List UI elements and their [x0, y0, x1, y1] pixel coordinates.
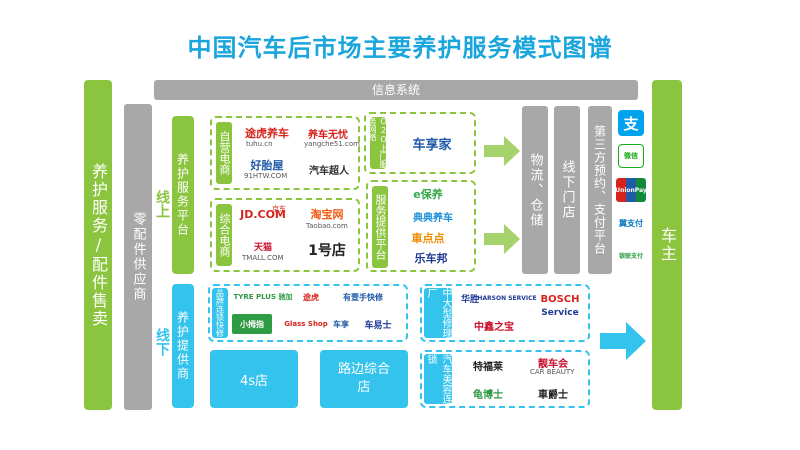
bestpay-icon[interactable]: 翼支付 [619, 218, 643, 228]
offline-stores-bar: 线下门店 [554, 106, 580, 274]
tmall-url: TMALL.COM [242, 254, 284, 262]
car-owner-bar: 车主 [652, 80, 682, 410]
arrow-right-blue-icon [600, 322, 646, 360]
left-bar-text: 养护服务/配件售卖 [89, 162, 108, 328]
car-beauty-sublabel: CAR BEAUTY [530, 368, 575, 376]
tefulai-logo[interactable]: 特福莱 [473, 361, 503, 373]
tuhu-logo[interactable]: 途虎养车 [245, 127, 289, 140]
brand-chain-label: 品牌连锁快修 [212, 288, 228, 338]
repair-shop-box: 中大型修理厂 华胜 HARSON SERVICE BOSCH Service 中… [420, 284, 590, 342]
tyreplus-logo[interactable]: TYRE PLUS 驰加 [233, 293, 293, 301]
car-beauty-box: 汽车美容连锁 特福莱 靓车会 CAR BEAUTY 龟博士 車爵士 [420, 350, 590, 408]
xiaomuzhi-logo[interactable]: 小拇指 [232, 314, 272, 334]
o2o-box: O2O上门服务网络 车享家 [364, 112, 476, 174]
chejueshi-logo[interactable]: 車爵士 [538, 389, 568, 401]
o2o-label: O2O上门服务网络 [368, 117, 388, 169]
repair-shop-label-text: 中大型修理厂 [425, 288, 451, 338]
left-service-bar: 养护服务/配件售卖 [84, 80, 112, 410]
bosch-service-logo[interactable]: Service [541, 308, 579, 318]
self-ecommerce-label: 自营电商 [216, 122, 232, 184]
tmall-logo[interactable]: 天猫 [253, 242, 272, 253]
yihaodian-logo[interactable]: 1号店 [308, 243, 346, 259]
offline-badge: 线下 [154, 328, 170, 356]
qichechaoren-logo[interactable]: 汽车超人 [309, 165, 349, 177]
taobao-logo[interactable]: 淘宝网 [310, 208, 344, 221]
youyishou-logo[interactable]: 有壹手快修 [343, 292, 383, 302]
liangchehui-logo[interactable]: 靓车会 [538, 358, 568, 370]
roadside-store-box: 路边综合店 [320, 350, 408, 408]
general-ecommerce-label-text: 综合电商 [218, 213, 231, 257]
zhongxinzhibao-logo[interactable]: 中鑫之宝 [474, 321, 514, 333]
haotaiwu-logo[interactable]: 好胎屋 [250, 159, 284, 172]
service-platform-text: 养护服务平台 [175, 153, 190, 237]
logistics-bar: 物流、仓储 [522, 106, 548, 274]
yangche51-url: yangche51.com [304, 140, 360, 148]
brand-chain-label-text: 品牌连锁快修 [215, 289, 225, 337]
o2o-label-text: O2O上门服务网络 [368, 117, 388, 168]
haotaiwu-url: 91HTW.COM [244, 172, 288, 180]
chexiangjia-logo[interactable]: 车享家 [412, 137, 452, 153]
lechebang-logo[interactable]: 乐车邦 [414, 252, 448, 265]
parts-supplier-text: 零配件供应商 [130, 212, 146, 302]
harson-service-logo[interactable]: HARSON SERVICE [477, 294, 537, 302]
bosch-logo[interactable]: BOSCH [540, 293, 580, 305]
logistics-text: 物流、仓储 [527, 152, 543, 228]
ebaoyang-logo[interactable]: e保养 [413, 188, 443, 201]
car-beauty-label: 汽车美容连锁 [424, 354, 452, 404]
unionpay-icon[interactable]: UnionPay [615, 178, 647, 202]
cheyishi-logo[interactable]: 车易士 [364, 320, 392, 331]
brand-chain-box: 品牌连锁快修 TYRE PLUS 驰加 途虎 有壹手快修 小拇指 Glass S… [208, 284, 408, 342]
service-provider-label-text: 服务提供平台 [374, 194, 387, 260]
yinlian-pay-icon[interactable]: 银联支付 [618, 252, 643, 260]
service-platform-bar: 养护服务平台 [172, 116, 194, 274]
third-party-text: 第三方预约、支付平台 [592, 125, 607, 255]
page-title: 中国汽车后市场主要养护服务模式图谱 [187, 34, 613, 62]
car-owner-text: 车主 [658, 227, 677, 263]
harson-logo[interactable]: 华胜 [460, 294, 479, 305]
online-badge: 线上 [154, 190, 170, 218]
alipay-icon[interactable]: 支 [618, 110, 644, 136]
self-ecommerce-label-text: 自营电商 [218, 131, 231, 175]
taobao-url: Taobao.com [306, 222, 348, 230]
third-party-bar: 第三方预约、支付平台 [588, 106, 612, 274]
jd-cn-logo: 京东 [272, 205, 286, 213]
offline-stores-text: 线下门店 [559, 160, 575, 220]
arrow-right-icon [484, 224, 520, 254]
service-provider-box: 服务提供平台 e保养 典典养车 車点点 乐车邦 [366, 180, 476, 272]
payment-logos: 支 微信 UnionPay 翼支付 银联支付 [614, 108, 648, 272]
guiboshi-logo[interactable]: 龟博士 [473, 389, 503, 401]
service-provider-label: 服务提供平台 [372, 186, 388, 268]
parts-supplier-bar: 零配件供应商 [124, 104, 152, 410]
yangche51-logo[interactable]: 养车无忧 [308, 129, 348, 141]
repair-shop-label: 中大型修理厂 [424, 288, 452, 338]
glassshop-logo[interactable]: Glass Shop [284, 320, 328, 328]
providers-bar: 养护提供商 [172, 284, 194, 408]
diandian-logo[interactable]: 典典养车 [413, 212, 453, 224]
providers-text: 养护提供商 [175, 311, 190, 381]
general-ecommerce-label: 综合电商 [216, 204, 232, 266]
car-beauty-label-text: 汽车美容连锁 [425, 354, 451, 404]
tuhu-url: tuhu.cn [246, 140, 273, 148]
jd-logo[interactable]: JD.COM [240, 207, 286, 221]
chexiang-small-logo[interactable]: 车享 [333, 319, 349, 329]
wechat-icon[interactable]: 微信 [618, 144, 644, 168]
self-ecommerce-box: 自营电商 途虎养车 tuhu.cn 养车无忧 yangche51.com 好胎屋… [210, 116, 360, 190]
arrow-right-icon [484, 136, 520, 166]
general-ecommerce-box: 综合电商 JD.COM 京东 淘宝网 Taobao.com 天猫 TMALL.C… [210, 198, 360, 272]
fours-store-box: 4s店 [210, 350, 298, 408]
info-system-bar: 信息系统 [154, 80, 638, 100]
chediandian-logo[interactable]: 車点点 [411, 232, 445, 245]
tuhu-small-logo[interactable]: 途虎 [303, 292, 319, 302]
